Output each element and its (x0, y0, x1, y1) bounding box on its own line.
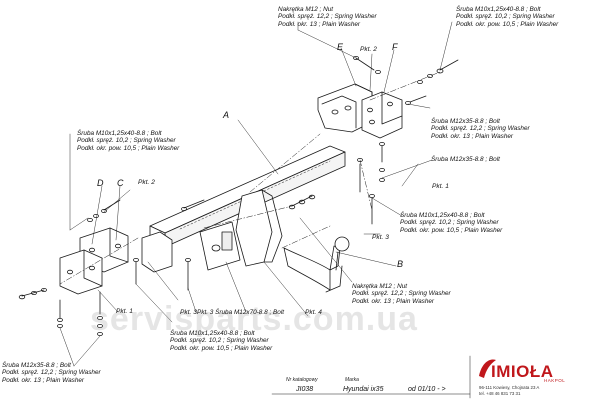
brand-address-line1: 96-111 Kowiesy, Chojnata 23 A (479, 385, 540, 390)
part-label-C: C (117, 178, 124, 188)
callout-right-bolt-single: Śruba M12x35-8.8 ; Bolt (431, 156, 500, 163)
point-label-pkt2-left: Pkt. 2 (138, 179, 155, 186)
brand-address-line2: tel. +48 46 831 73 31 (479, 391, 521, 396)
callout-left-bolt-m10: Śruba M10x1,25x40-8.8 ; Bolt Podkł. sprę… (77, 130, 180, 152)
point-label-pkt2-top: Pkt. 2 (360, 46, 377, 53)
callout-center-nut: Nakrętka M12 ; Nut Podkł. spręż. 12,2 ; … (352, 283, 451, 305)
point-label-pkt3-right: Pkt. 3 (372, 234, 389, 241)
brand-name: IMIOŁA (491, 362, 554, 381)
part-label-D: D (97, 178, 104, 188)
left-mount-bracket (59, 227, 173, 295)
axis-lines (59, 71, 441, 285)
right-mount-bracket (317, 83, 403, 139)
catalog-number-value: JI038 (296, 386, 314, 393)
callout-right-bolt-m12: Śruba M12x35-8.8 ; Bolt Podkł. spręż. 12… (431, 118, 530, 140)
make-value: Hyundai ix35 (343, 386, 384, 393)
part-label-E: E (337, 42, 344, 52)
point-label-pkt1-right: Pkt. 1 (432, 183, 449, 190)
callout-top-right-bolt: Śruba M10x1,25x40-8.8 ; Bolt Podkł. sprę… (456, 6, 559, 28)
imiola-logo-icon (479, 359, 496, 378)
callout-top-nut: Nakrętka M12 ; Nut Podkł. spręż. 12,2 ; … (278, 6, 377, 28)
brand-sub: HAKPOL (544, 378, 566, 383)
part-label-B: B (397, 259, 404, 269)
leader-lines (59, 21, 453, 367)
point-label-pkt4: Pkt. 4 (305, 309, 322, 316)
point-label-pkt1-left: Pkt. 1 (116, 308, 133, 315)
tow-ball-neck-B (283, 236, 350, 293)
fasteners (18, 56, 459, 336)
from-date-value: od 01/10 - > (408, 386, 446, 393)
part-label-F: F (392, 42, 398, 52)
watermark: servisparts.com.ua (90, 300, 418, 338)
part-label-A: A (223, 110, 230, 120)
callout-bottom-center-bolt-m10: Śruba M10x1,25x40-8.8 ; Bolt Podkł. sprę… (170, 330, 273, 352)
make-label: Marka (345, 377, 359, 383)
ball-mount-plate (199, 189, 283, 271)
callout-bottom-left-bolt-m12: Śruba M12x35-8.8 ; Bolt Podkł. spręż. 12… (2, 362, 101, 384)
catalog-number-label: Nr katalogowy (286, 377, 318, 383)
title-block (271, 355, 471, 399)
callout-center-bolt-m12x70: Pkt. 3 Śruba M12x70-8.8 ; Bolt (197, 309, 285, 316)
callout-right-mid-bolt-m10: Śruba M10x1,25x40-8.8 ; Bolt Podkł. sprę… (400, 212, 503, 234)
point-label-pkt3-mid: Pkt. 3 (180, 309, 197, 316)
